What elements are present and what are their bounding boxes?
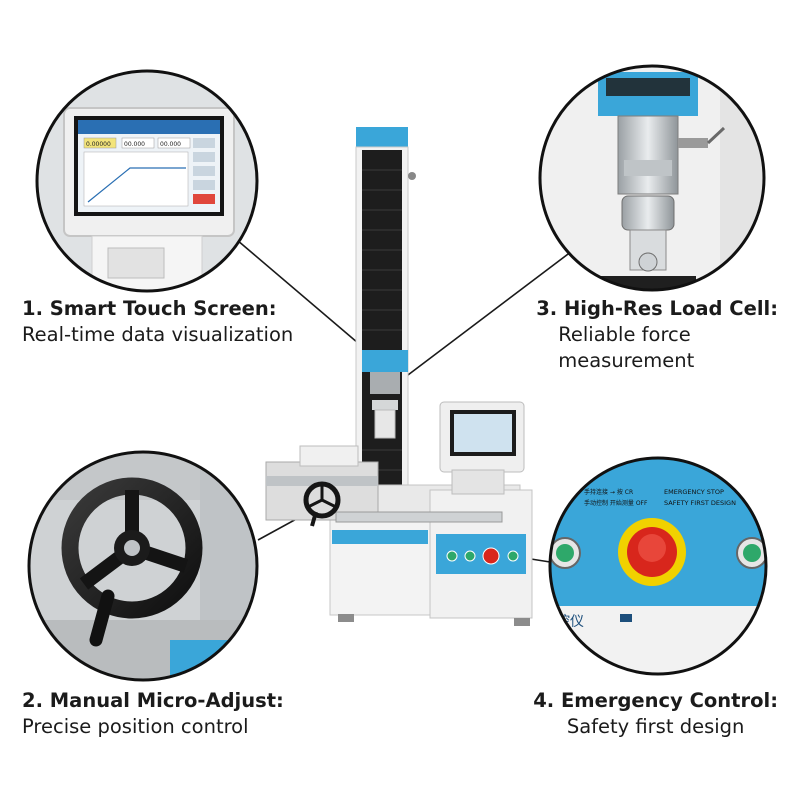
callout-title: 2. Manual Micro-Adjust: [22,689,284,712]
callout-touch-screen: 1. Smart Touch Screen: Real-time data vi… [22,296,293,348]
zoom-load-cell [538,64,766,292]
callout-title: 3. High-Res Load Cell: [536,297,778,320]
callout-subtitle: Reliable force measurement [558,323,695,372]
readout-2: 00.000 [124,141,145,148]
callout-load-cell: 3. High-Res Load Cell: Reliable force me… [536,296,778,374]
panel-right-text-1: EMERGENCY STOP [664,488,724,496]
callout-subtitle: Real-time data visualization [22,323,294,346]
readout-1: 0.00000 [86,141,111,148]
callout-title: 1. Smart Touch Screen: [22,297,277,320]
callout-manual-adjust: 2. Manual Micro-Adjust: Precise position… [22,688,284,740]
panel-left-text-2: 手动控制 开始测量 OFF [584,499,648,507]
panel-left-text-1: 手持连接 → 按 CR [584,488,633,496]
callout-emergency: 4. Emergency Control: Safety first desig… [533,688,778,740]
zoom-touch-screen: 0.00000 00.000 00.000 [35,69,259,293]
readout-3: 00.000 [160,141,181,148]
zoom-hand-wheel [27,450,259,682]
callout-subtitle: Safety first design [566,715,745,738]
callout-title: 4. Emergency Control: [533,689,778,712]
panel-right-text-2: SAFETY FIRST DESIGN [664,499,736,507]
callout-subtitle: Precise position control [22,715,249,738]
zoom-emergency-panel: 手持连接 → 按 CR 手动控制 开始测量 OFF EMERGENCY STOP… [548,456,768,676]
tensile-testing-machine [265,127,533,626]
